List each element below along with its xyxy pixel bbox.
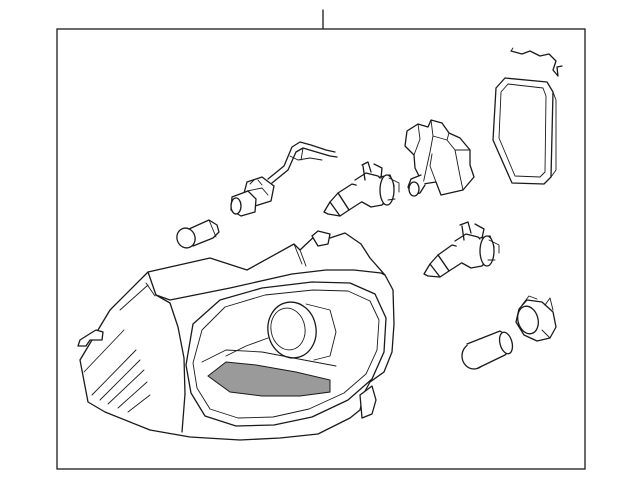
wedge-bulb-icon bbox=[176, 219, 220, 249]
wire-harness-connector-icon bbox=[230, 141, 338, 217]
halogen-bulb-lower-icon bbox=[423, 221, 500, 278]
turn-signal-bulb-icon bbox=[461, 330, 514, 370]
diagram-frame bbox=[56, 28, 586, 470]
bulb-cover-gasket-icon bbox=[492, 77, 557, 185]
headlamp-assembly-icon bbox=[77, 230, 395, 441]
halogen-bulb-upper-icon bbox=[323, 161, 400, 217]
wiring-clip-icon bbox=[510, 47, 563, 77]
bulb-socket-housing-icon bbox=[404, 119, 475, 197]
bulb-socket-icon bbox=[515, 295, 557, 342]
